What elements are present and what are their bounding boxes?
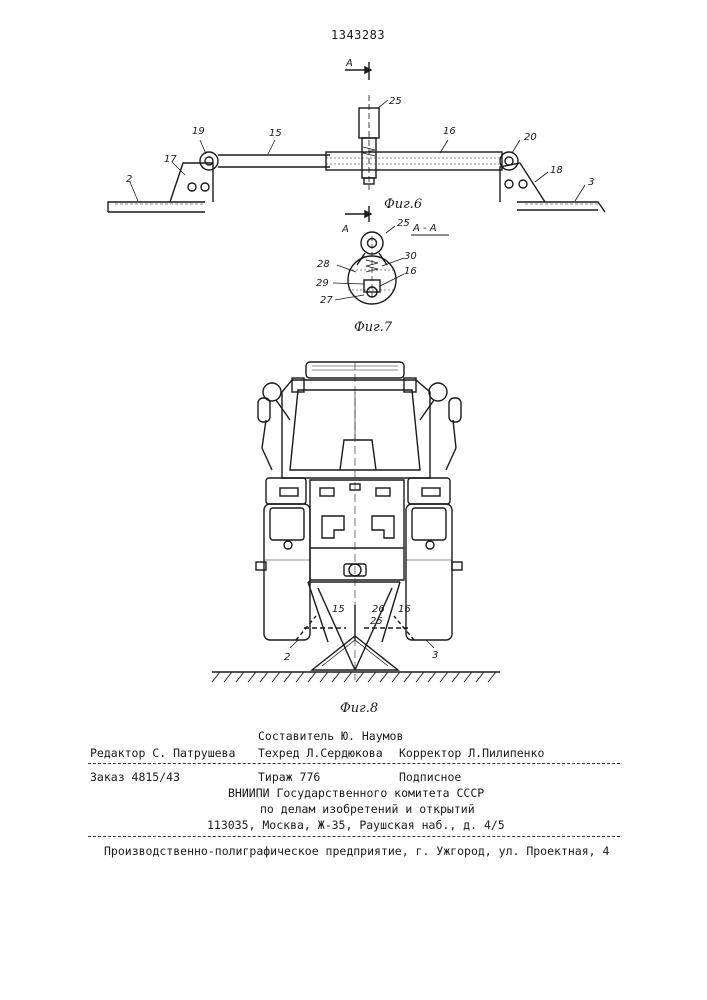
- imprint-org-line2: по делам изобретений и открытий: [260, 802, 475, 816]
- fig6-label-19: 19: [192, 126, 205, 137]
- imprint-compiler: Составитель Ю. Наумов: [258, 729, 403, 743]
- imprint-order: Заказ 4815/43: [90, 770, 180, 784]
- fig7-drawing: A - A 25 28 30 29 16 27 Фиг.7: [316, 218, 449, 335]
- fig6-label-25: 25: [389, 96, 402, 107]
- fig6-label-15: 15: [269, 128, 282, 139]
- fig8-drawing: 15 26 16 25 2 3 Фиг.8: [212, 362, 500, 716]
- imprint-editor: Редактор С. Патрушева: [90, 746, 235, 760]
- imprint-printer: Производственно-полиграфическое предприя…: [104, 844, 609, 858]
- fig7-label-27: 27: [320, 295, 333, 306]
- imprint-subscription: Подписное: [399, 770, 461, 784]
- imprint-techred: Техред Л.Сердюкова: [258, 746, 383, 760]
- fig7-caption: Фиг.7: [354, 320, 393, 335]
- fig7-section-title: A - A: [412, 223, 437, 234]
- fig8-label-2: 2: [284, 652, 290, 663]
- fig6-section-mark-bottom: A: [341, 224, 349, 235]
- fig8-label-3: 3: [432, 650, 438, 661]
- imprint-address: 113035, Москва, Ж-35, Раушская наб., д. …: [207, 818, 505, 832]
- fig8-caption: Фиг.8: [340, 701, 378, 716]
- fig6-caption: Фиг.6: [384, 197, 422, 212]
- divider-2: [88, 836, 620, 837]
- imprint-org-line1: ВНИИПИ Государственного комитета СССР: [228, 786, 484, 800]
- fig6-label-17: 17: [164, 154, 177, 165]
- fig7-label-28: 28: [317, 259, 330, 270]
- fig7-label-16: 16: [404, 266, 417, 277]
- imprint-corrector: Корректор Л.Пилипенко: [399, 746, 544, 760]
- fig6-label-3: 3: [588, 177, 594, 188]
- fig6-label-18: 18: [550, 165, 563, 176]
- fig7-label-29: 29: [316, 278, 329, 289]
- fig6-section-mark-top: A: [345, 58, 353, 69]
- fig8-label-16: 16: [398, 604, 411, 615]
- divider-1: [88, 763, 620, 764]
- fig8-label-15: 15: [332, 604, 345, 615]
- fig6-drawing: A: [108, 58, 605, 235]
- fig7-label-30: 30: [404, 251, 417, 262]
- fig6-label-16: 16: [443, 126, 456, 137]
- fig6-label-2: 2: [126, 174, 132, 185]
- fig7-label-25: 25: [397, 218, 410, 229]
- fig8-label-25: 25: [370, 616, 383, 627]
- fig6-label-20: 20: [524, 132, 537, 143]
- fig8-label-26: 26: [372, 604, 385, 615]
- imprint-circulation: Тираж 776: [258, 770, 320, 784]
